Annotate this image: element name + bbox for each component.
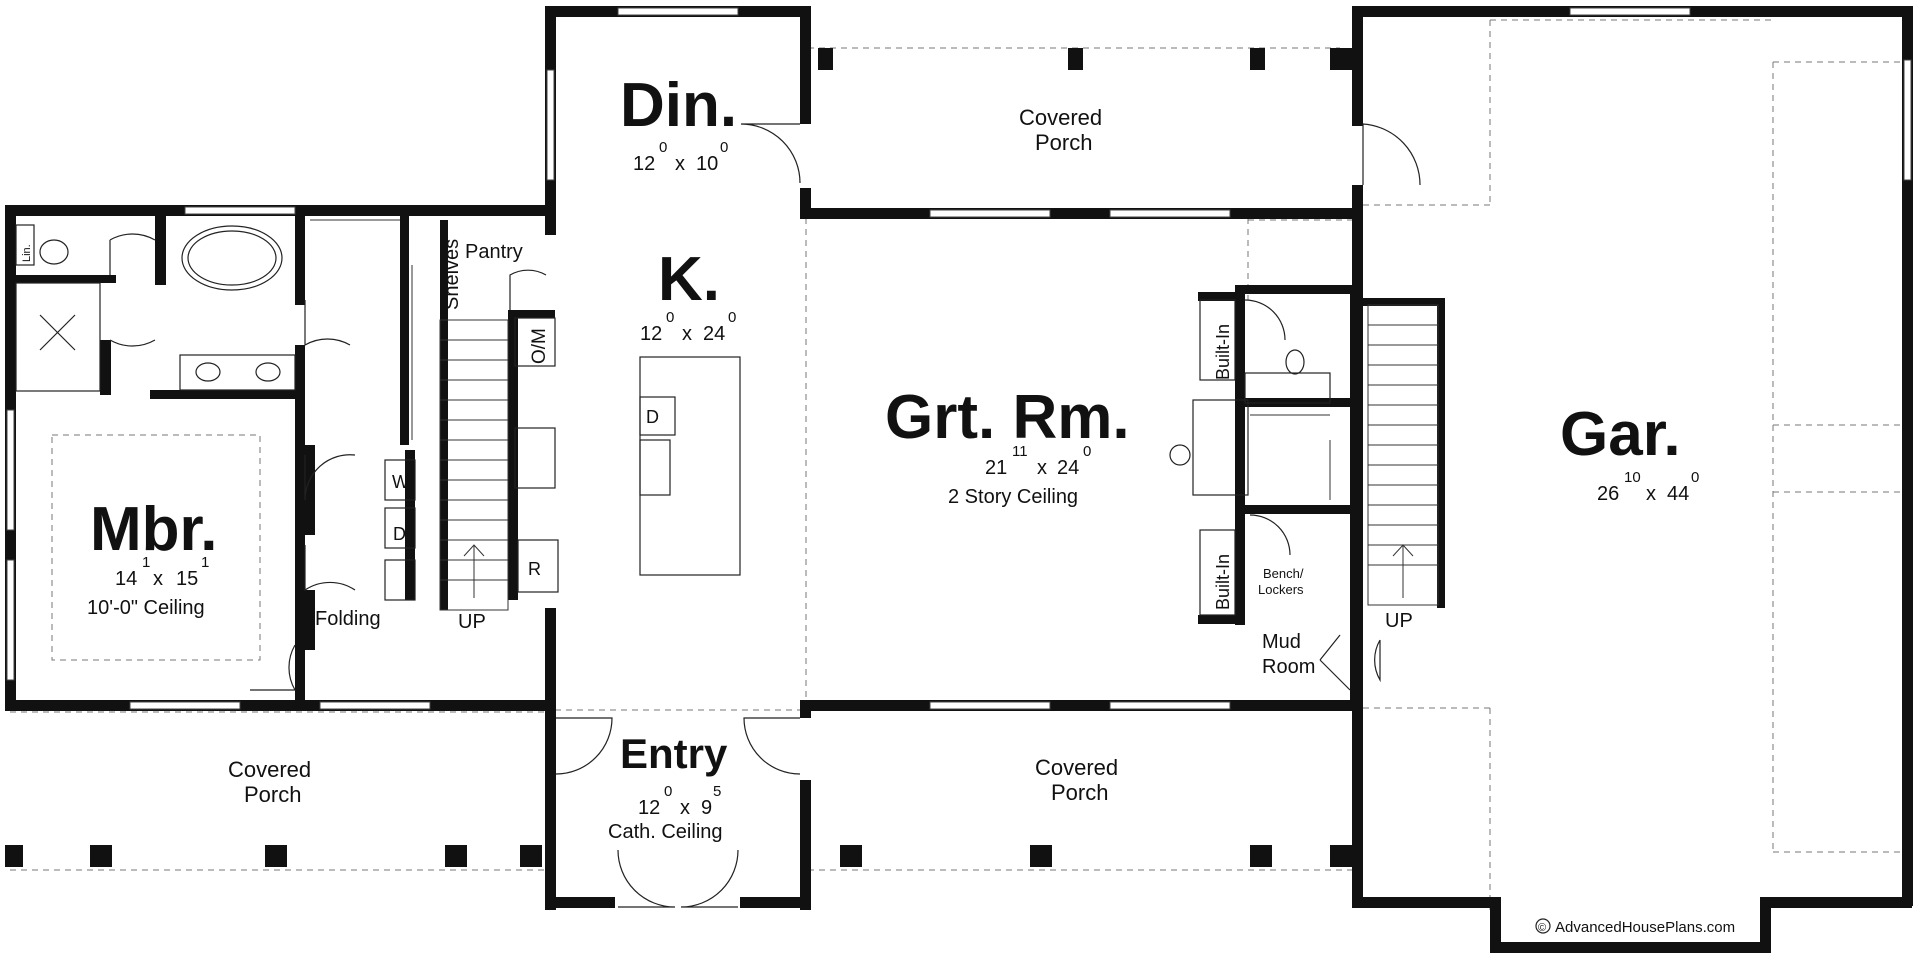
mbr-h-in: 1 (201, 554, 209, 571)
windows (6, 7, 1912, 710)
entry-name: Entry (620, 730, 728, 777)
porch-bottom-line1: Covered (1035, 755, 1118, 780)
grt-note: 2 Story Ceiling (948, 486, 1078, 508)
mbr-w-ft: 14 (115, 568, 137, 590)
entry-note: Cath. Ceiling (608, 821, 723, 843)
builtin-top-label: Built-In (1213, 324, 1233, 380)
room-label: Room (1262, 656, 1315, 678)
entry-w-in: 0 (664, 783, 672, 800)
porch-left-line2: Porch (244, 782, 301, 807)
folding-label: Folding (315, 608, 381, 630)
k-h-ft: 24 (703, 323, 725, 345)
grt-x: x (1037, 457, 1047, 479)
k-w-ft: 12 (640, 323, 662, 345)
om-label: O/M (529, 328, 550, 364)
copyright-symbol: © (1538, 922, 1546, 934)
credit-text: AdvancedHousePlans.com (1555, 919, 1735, 936)
mbr-w-in: 1 (142, 554, 150, 571)
din-h-ft: 10 (696, 153, 718, 175)
porch-top-line1: Covered (1019, 105, 1102, 130)
din-w-ft: 12 (633, 153, 655, 175)
porch-top-line2: Porch (1035, 130, 1092, 155)
gar-name: Gar. (1560, 400, 1681, 469)
gar-h-in: 0 (1691, 469, 1699, 486)
washer-label: W (392, 472, 409, 492)
k-h-in: 0 (728, 309, 736, 326)
grt-w-ft: 21 (985, 457, 1007, 479)
porch-left-line1: Covered (228, 757, 311, 782)
doors (109, 123, 1421, 908)
mbr-x: x (153, 568, 163, 590)
pantry-label: Pantry (465, 241, 523, 263)
mbr-ceiling-outline (51, 434, 261, 661)
gar-w-in: 10 (1624, 469, 1641, 486)
mud-label: Mud (1262, 631, 1301, 653)
copyright-icon (1535, 918, 1551, 934)
mbr-h-ft: 15 (176, 568, 198, 590)
grt-h-ft: 24 (1057, 457, 1079, 479)
entry-x: x (680, 797, 690, 819)
grt-h-in: 0 (1083, 443, 1091, 460)
entry-h-ft: 9 (701, 797, 712, 819)
stairs (310, 219, 1439, 611)
bench-label: Bench/ (1263, 566, 1304, 581)
k-name: K. (658, 245, 720, 314)
gar-x: x (1646, 483, 1656, 505)
mbr-note: 10'-0" Ceiling (87, 597, 205, 619)
grt-name: Grt. Rm. (885, 383, 1130, 452)
k-x: x (682, 323, 692, 345)
gar-w-ft: 26 (1597, 483, 1619, 505)
lin-label: Lin. (21, 244, 33, 262)
fixtures (15, 224, 1331, 616)
din-w-in: 0 (659, 139, 667, 156)
dryer-label: D (393, 524, 406, 544)
up-right-label: UP (1385, 610, 1413, 632)
entry-w-ft: 12 (638, 797, 660, 819)
shelves-label: Shelves (441, 239, 463, 310)
dishwasher-label: D (646, 407, 659, 427)
din-x: x (675, 153, 685, 175)
labels: Din. 12 0 x 10 0 K. 12 0 x 24 0 Grt. Rm.… (21, 71, 1735, 936)
range-label: R (528, 559, 541, 579)
entry-h-in: 5 (713, 783, 721, 800)
builtin-bottom-label: Built-In (1213, 554, 1233, 610)
din-h-in: 0 (720, 139, 728, 156)
grt-w-in: 11 (1012, 443, 1028, 460)
din-name: Din. (620, 71, 737, 140)
gar-h-ft: 44 (1667, 483, 1689, 505)
mbr-name: Mbr. (90, 495, 217, 564)
up-left-label: UP (458, 611, 486, 633)
lockers-label: Lockers (1258, 582, 1304, 597)
k-w-in: 0 (666, 309, 674, 326)
porch-bottom-line2: Porch (1051, 780, 1108, 805)
